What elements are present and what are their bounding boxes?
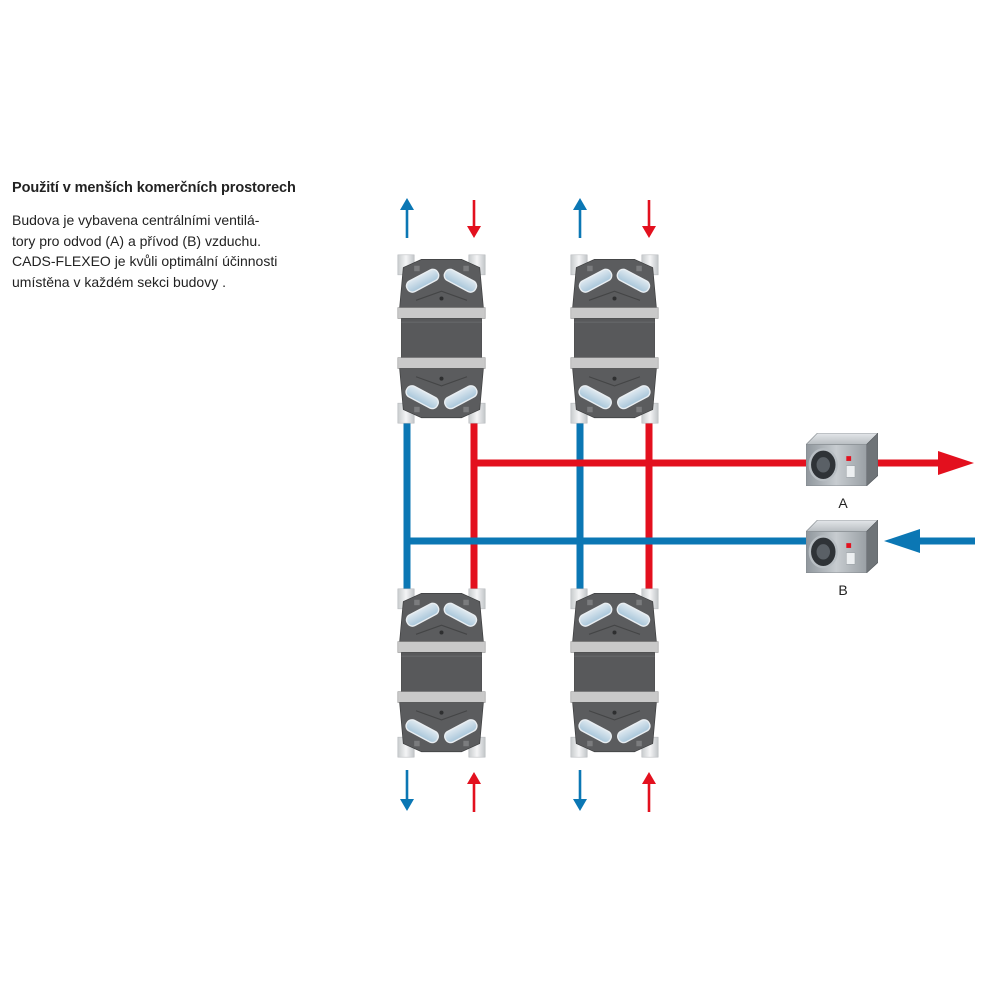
description-text-block: Použití v menších komerčních prostorech … [12, 180, 332, 292]
paragraph-line-3: CADS-FLEXEO je kvůli optimální účinnosti [12, 253, 278, 269]
paragraph-line-4: umístěna v každém sekci budovy . [12, 273, 226, 290]
intake-down-arrow-2 [642, 200, 656, 238]
extract-up-arrow-1 [467, 772, 481, 812]
supply-down-arrow-2 [573, 770, 587, 811]
exhaust-outlet-arrow [938, 451, 974, 475]
central-fans: AB [806, 433, 878, 598]
heat-recovery-unit-4 [570, 588, 659, 758]
heat-recovery-unit-2 [570, 254, 659, 424]
fan-b-label: B [838, 582, 847, 598]
section-heading: Použití v menších komerčních prostorech [12, 180, 296, 196]
exhaust-up-arrow-2 [573, 198, 587, 238]
fan-a-label: A [838, 495, 848, 511]
duct-network [403, 420, 975, 590]
intake-down-arrow-1 [467, 200, 481, 238]
extract-up-arrow-2 [642, 772, 656, 812]
supply-down-arrow-1 [400, 770, 414, 811]
heat-recovery-unit-3 [397, 588, 486, 758]
fan-a-body [806, 433, 878, 486]
airflow-arrows [400, 198, 656, 812]
paragraph-line-1: Budova je vybavena centrálními ventilá- [12, 212, 260, 228]
fan-b-body [806, 520, 878, 573]
paragraph-line-2: tory pro odvod (A) a přívod (B) vzduchu. [12, 232, 261, 249]
heat-recovery-unit-1 [397, 254, 486, 424]
heat-recovery-units [397, 254, 659, 758]
fan-a: A [806, 433, 878, 511]
supply-inlet-arrow [884, 529, 920, 553]
exhaust-up-arrow-1 [400, 198, 414, 238]
fan-b: B [806, 520, 878, 598]
